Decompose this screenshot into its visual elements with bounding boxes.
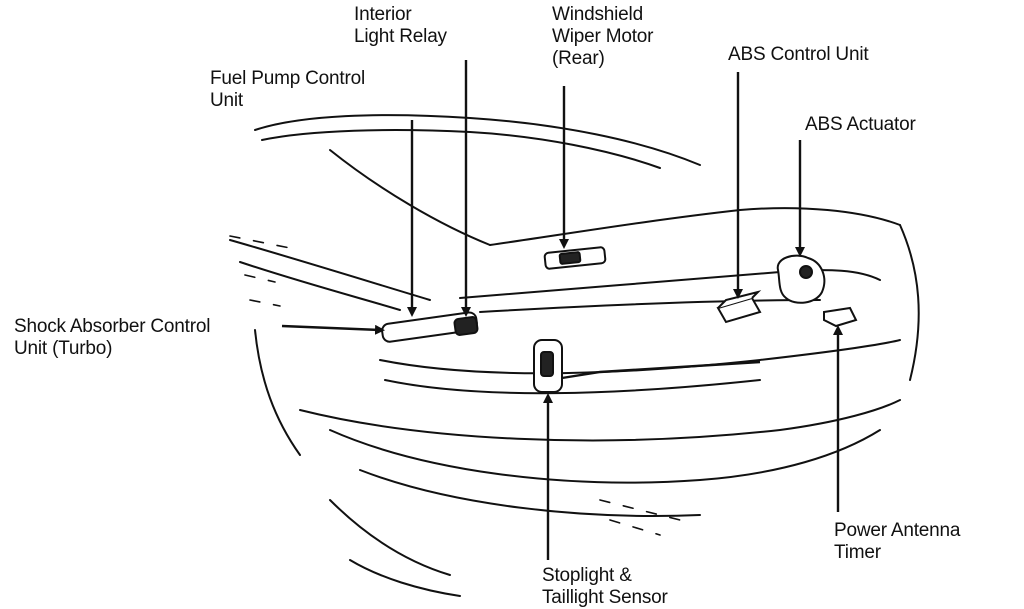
stoplight-sensor-window xyxy=(540,351,554,377)
antenna-timer-body xyxy=(823,306,858,328)
lower-fender xyxy=(254,329,301,456)
bottom-left-edge xyxy=(349,559,461,597)
label-abs-control-unit: ABS Control Unit xyxy=(728,44,869,66)
label-line: Unit (Turbo) xyxy=(14,338,113,359)
label-line: ABS Actuator xyxy=(805,114,916,135)
hidden-line-3 xyxy=(249,299,281,307)
label-windshield-wiper-motor: Windshield Wiper Motor (Rear) xyxy=(552,4,653,70)
label-interior-light-relay: Interior Light Relay xyxy=(354,4,447,48)
rear-corner xyxy=(899,224,920,381)
label-line: Timer xyxy=(834,542,881,563)
trunk-rear-edge xyxy=(479,299,821,313)
label-line: Stoplight & xyxy=(542,565,632,586)
label-line: Wiper Motor xyxy=(552,26,654,47)
hidden-line-5 xyxy=(609,519,661,536)
label-line: ABS Control Unit xyxy=(728,44,869,65)
abs-actuator-port xyxy=(799,265,813,279)
body-side-line-1 xyxy=(229,239,431,301)
skirt-line xyxy=(359,469,701,517)
label-shock-absorber-control-unit: Shock Absorber Control Unit (Turbo) xyxy=(14,316,210,360)
abs-control-unit-box xyxy=(716,296,762,324)
hidden-line-2 xyxy=(244,274,276,283)
shock-absorber-leader xyxy=(281,324,385,335)
label-line: Power Antenna xyxy=(834,520,961,541)
bumper-bottom xyxy=(299,399,901,442)
label-line: Taillight Sensor xyxy=(542,587,668,608)
label-abs-actuator: ABS Actuator xyxy=(805,114,916,136)
interior-relay-block xyxy=(453,316,479,336)
label-fuel-pump-control-unit: Fuel Pump Control Unit xyxy=(210,68,365,112)
label-line: Light Relay xyxy=(354,26,447,47)
wiper-motor-cap xyxy=(558,251,582,265)
hidden-line-4 xyxy=(599,499,681,521)
lower-panel xyxy=(329,429,881,484)
rear-window-edge xyxy=(329,149,491,246)
abs-actuator-body xyxy=(776,254,826,304)
bumper-mid xyxy=(384,379,761,395)
label-line: Fuel Pump Control xyxy=(210,68,366,89)
label-power-antenna-timer: Power Antenna Timer xyxy=(834,520,960,564)
bumper-top xyxy=(379,339,901,375)
trunk-lid-front xyxy=(489,207,901,246)
stoplight-connector xyxy=(561,360,761,380)
roof-outline xyxy=(254,114,701,166)
label-line: Unit xyxy=(210,90,243,111)
label-stoplight-taillight-sensor: Stoplight & Taillight Sensor xyxy=(542,565,668,609)
wheel-arch xyxy=(329,499,451,576)
body-side-line-2 xyxy=(239,261,401,311)
label-line: Windshield xyxy=(552,4,643,25)
label-line: Interior xyxy=(354,4,412,25)
label-line: Shock Absorber Control xyxy=(14,316,211,337)
label-line: (Rear) xyxy=(552,48,605,69)
roof-inner-line xyxy=(261,129,661,169)
